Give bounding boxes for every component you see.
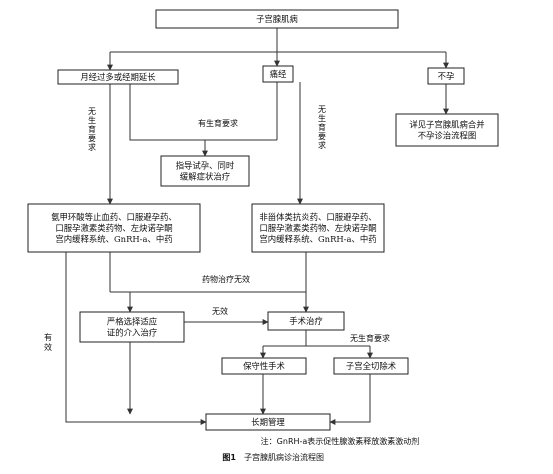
edge-menorrhagia-fertility-line bbox=[129, 84, 277, 141]
node-box bbox=[57, 69, 179, 85]
node-text-line: 严格选择适应 bbox=[107, 317, 157, 327]
edge-label-with-fertility: 有生育要求 bbox=[198, 118, 238, 128]
node-text-line: 子宫全切除术 bbox=[346, 361, 397, 371]
node-box bbox=[333, 357, 409, 375]
node-root: 子宫腺肌病 bbox=[155, 9, 399, 29]
node-infertility: 不孕 bbox=[427, 67, 465, 85]
edge-label-no-fertility-right: 求 bbox=[318, 140, 326, 150]
edge-label-no-fertility-right: 要 bbox=[318, 132, 326, 141]
edge-label-effective: 有 bbox=[44, 332, 52, 342]
node-text-line: 氨甲环酸等止血药、口服避孕药、 bbox=[51, 212, 177, 222]
node-box bbox=[79, 311, 185, 343]
edge-label-ineffective: 无效 bbox=[212, 306, 228, 316]
node-box bbox=[205, 413, 331, 431]
node-box bbox=[267, 311, 345, 331]
figure-title: 子宫腺肌病诊治流程图 bbox=[244, 452, 324, 462]
node-text-line: 不孕 bbox=[438, 71, 455, 81]
node-box bbox=[155, 9, 399, 29]
flowchart-edges bbox=[65, 28, 449, 425]
edge-label-no-fertility-left: 生 bbox=[88, 115, 96, 125]
node-text-line: 手术治疗 bbox=[289, 316, 323, 326]
node-box bbox=[221, 357, 307, 375]
node-box bbox=[160, 155, 250, 187]
node-text-line: 宫内缓释系统、GnRH-a、中药 bbox=[259, 234, 376, 244]
footnote: 注：GnRH-a表示促性腺激素释放激素激动剂 bbox=[261, 436, 420, 446]
node-text-line: 长期管理 bbox=[251, 417, 285, 427]
node-box bbox=[262, 65, 294, 83]
edge-label-no-fertility-surgery: 无生育要求 bbox=[350, 333, 390, 343]
edge-label-no-fertility-left: 要 bbox=[88, 134, 96, 143]
node-long-term: 长期管理 bbox=[205, 413, 331, 431]
node-text-line: 子宫腺肌病 bbox=[256, 14, 298, 24]
node-text-line: 宫内缓释系统、GnRH-a、中药 bbox=[55, 234, 172, 244]
edge-label-no-fertility-left: 求 bbox=[88, 142, 96, 152]
node-text-line: 不孕诊治流程图 bbox=[418, 131, 477, 141]
node-box bbox=[395, 113, 499, 147]
node-text-line: 口服孕激素类药物、左炔诺孕酮 bbox=[259, 223, 376, 233]
node-box bbox=[251, 203, 385, 253]
edge-label-no-fertility-right: 无 bbox=[318, 105, 326, 114]
node-text-line: 缓解症状治疗 bbox=[180, 172, 231, 182]
node-surgery: 手术治疗 bbox=[267, 311, 345, 331]
node-hysterectomy: 子宫全切除术 bbox=[333, 357, 409, 375]
node-dysmenorrhea: 痛经 bbox=[262, 65, 294, 83]
edge-label-no-fertility-left: 无 bbox=[88, 107, 96, 116]
node-text-line: 口服孕激素类药物、左炔诺孕酮 bbox=[55, 223, 172, 233]
node-text-line: 证的介入治疗 bbox=[107, 328, 158, 338]
node-drugs-left: 氨甲环酸等止血药、口服避孕药、口服孕激素类药物、左炔诺孕酮宫内缓释系统、GnRH… bbox=[27, 203, 201, 253]
edge-label-no-fertility-left: 育 bbox=[88, 124, 96, 134]
node-box bbox=[427, 67, 465, 85]
node-text-line: 保守性手术 bbox=[243, 361, 285, 371]
node-text-line: 月经过多或经期延长 bbox=[80, 72, 156, 82]
node-text-line: 指导试孕、同时 bbox=[176, 161, 235, 171]
figure-number: 图1 bbox=[222, 453, 236, 462]
edge-effective-line bbox=[65, 252, 207, 425]
node-conservative: 保守性手术 bbox=[221, 357, 307, 375]
node-menorrhagia: 月经过多或经期延长 bbox=[57, 69, 179, 85]
edge-label-no-fertility-right: 育 bbox=[318, 122, 326, 132]
edge-hysterectomy-to-longterm bbox=[329, 374, 371, 425]
node-text-line: 痛经 bbox=[270, 69, 287, 79]
node-box bbox=[27, 203, 201, 253]
node-drugs-right: 非甾体类抗炎药、口服避孕药、口服孕激素类药物、左炔诺孕酮宫内缓释系统、GnRH-… bbox=[251, 203, 385, 253]
node-text-line: 非甾体类抗炎药、口服避孕药、 bbox=[259, 212, 376, 222]
node-text-line: 详见子宫腺肌病合并 bbox=[409, 120, 484, 130]
edge-label-drug-failure: 药物治疗无效 bbox=[202, 274, 250, 284]
edge-label-effective: 效 bbox=[44, 342, 52, 352]
edge-label-no-fertility-right: 生 bbox=[318, 113, 326, 123]
